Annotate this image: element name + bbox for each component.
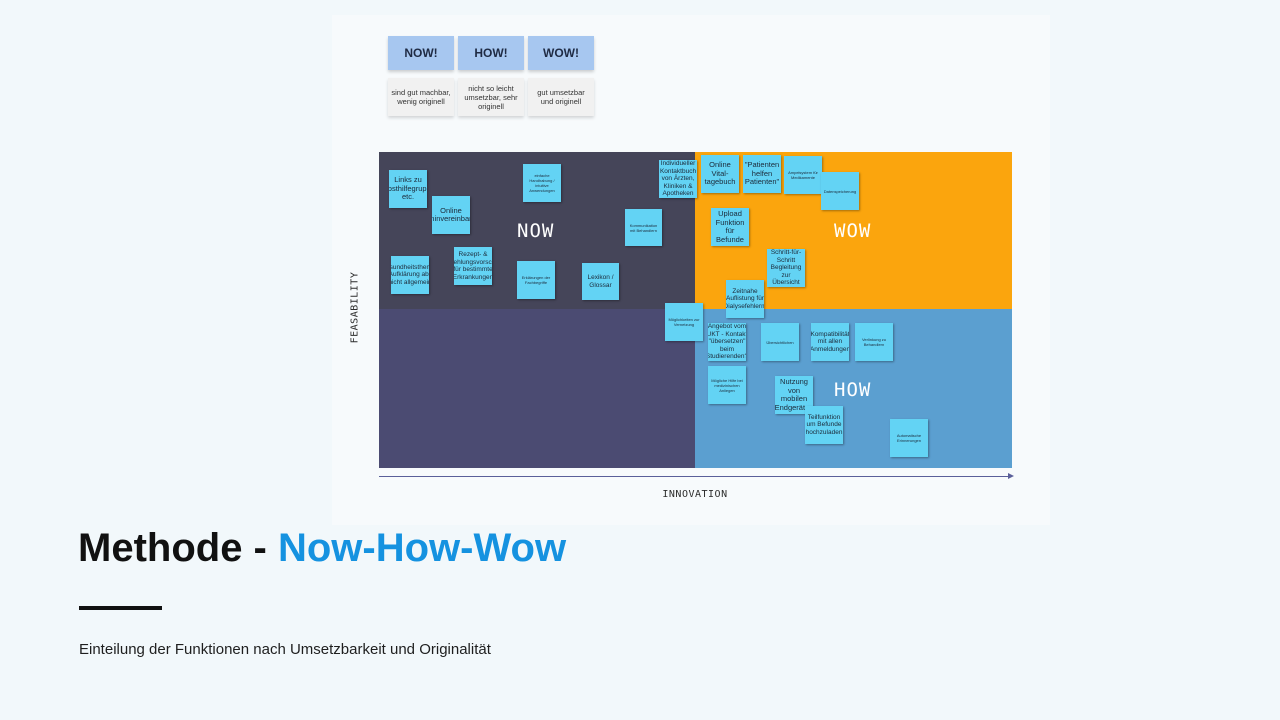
sticky-note[interactable]: Links zu Selbsthilfegruppen etc. <box>389 170 427 208</box>
legend-now: NOW! sind gut machbar, wenig originell <box>388 36 454 116</box>
sticky-note[interactable]: "Patienten helfen Patienten" <box>743 155 781 193</box>
x-axis-label: INNOVATION <box>662 489 728 500</box>
quadrant-how-label: HOW <box>834 379 872 401</box>
sticky-note[interactable]: Upload Funktion für Befunde <box>711 208 749 246</box>
sticky-note[interactable]: Angebot vom UKT - Kontakt "übersetzen" b… <box>708 323 746 361</box>
sticky-note[interactable]: Kompatibilität mit allen Anmeldungen <box>811 323 849 361</box>
y-axis-label: FEASABILITY <box>349 271 361 344</box>
sticky-note[interactable]: Online Terminvereinbarung <box>432 196 470 234</box>
sticky-note[interactable]: Verlinkung zu Behandlern <box>855 323 893 361</box>
legend-now-head: NOW! <box>388 36 454 70</box>
legend-how-head: HOW! <box>458 36 524 70</box>
legend-wow-desc: gut umsetzbar und originell <box>528 78 594 116</box>
sticky-note[interactable]: Ampelsystem für Medikamente <box>784 156 822 194</box>
sticky-note[interactable]: Teilfunktion um Befunde hochzuladen <box>805 406 843 444</box>
quadrant-wow-label: WOW <box>834 220 872 242</box>
legend-how: HOW! nicht so leicht umsetzbar, sehr ori… <box>458 36 524 116</box>
sticky-note[interactable]: Datenspeicherung <box>821 172 859 210</box>
x-axis-arrow-icon <box>1008 473 1014 479</box>
legend-wow: WOW! gut umsetzbar und originell <box>528 36 594 116</box>
quadrant-low <box>379 309 695 468</box>
sticky-note[interactable]: Online Vital-tagebuch <box>701 155 739 193</box>
sticky-note[interactable]: Rezept- & Empfehlungsvorschläge für best… <box>454 247 492 285</box>
slide-title: Methode - Now-How-Wow <box>78 526 566 571</box>
sticky-note[interactable]: Mögliche Hilfe bei medizinischen Anliege… <box>708 366 746 404</box>
sticky-note[interactable]: Automatische Erinnerungen <box>890 419 928 457</box>
sticky-note[interactable]: einfache Handhabung / intuitive Anwendun… <box>523 164 561 202</box>
legend-how-desc: nicht so leicht umsetzbar, sehr originel… <box>458 78 524 116</box>
slide-title-accent: Now-How-Wow <box>277 526 567 570</box>
legend-now-desc: sind gut machbar, wenig originell <box>388 78 454 116</box>
sticky-note[interactable]: Möglichkeiten zur Vernetzung <box>665 303 703 341</box>
quadrant-now-label: NOW <box>517 220 555 242</box>
sticky-note[interactable]: Gesundheitsthemen / Aufklärung aber nich… <box>391 256 429 294</box>
quadrant-how <box>695 309 1012 468</box>
legend-wow-head: WOW! <box>528 36 594 70</box>
sticky-note[interactable]: Individueller Kontaktbuch von Ärzten, Kl… <box>659 160 697 198</box>
sticky-note[interactable]: Erklärungen der Fachbegriffe <box>517 261 555 299</box>
sticky-note[interactable]: Schritt-für-Schritt Begleitung zur Übers… <box>767 249 805 287</box>
slide-subtitle: Einteilung der Funktionen nach Umsetzbar… <box>79 641 491 658</box>
sticky-note[interactable]: Lexikon / Glossar <box>582 263 619 300</box>
sticky-note[interactable]: Kommunikation mit Behandlern <box>625 209 662 246</box>
title-underline <box>79 606 162 610</box>
slide-title-main: Methode - <box>78 526 278 570</box>
x-axis-line <box>379 476 1012 477</box>
sticky-note[interactable]: Übersichtlichen <box>761 323 799 361</box>
sticky-note[interactable]: Zeitnahe Auflistung für Dialysefehlerm <box>726 280 764 318</box>
